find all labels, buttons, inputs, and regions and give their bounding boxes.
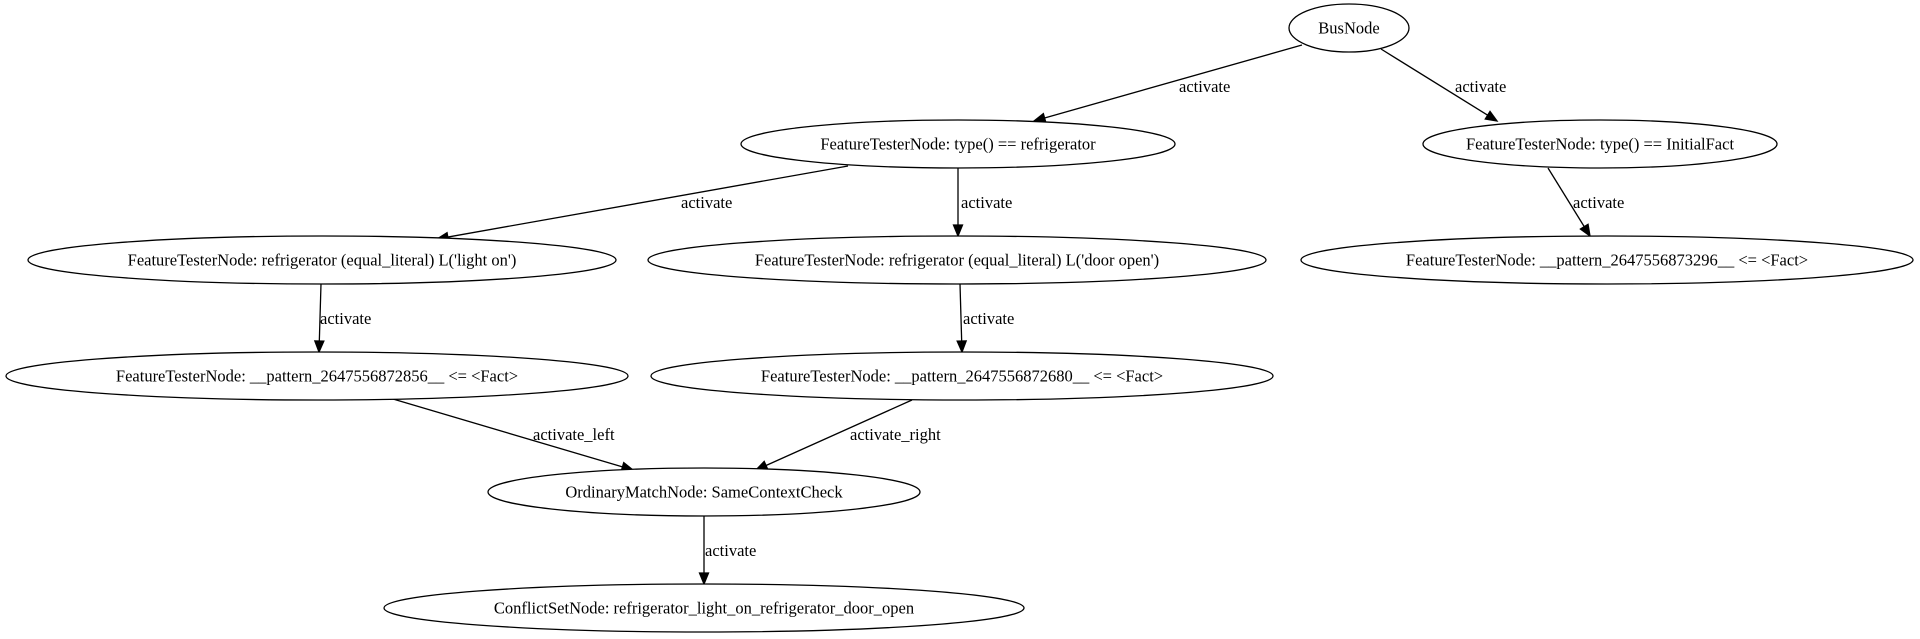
node-ellipse: [647, 235, 1267, 285]
node-ellipse: [740, 119, 1176, 169]
arrowhead-icon: [1579, 223, 1591, 238]
edge-e_light_2856: activate: [313, 283, 371, 354]
arrowhead-icon: [956, 340, 968, 354]
node-ellipse: [1422, 119, 1778, 169]
edge-line: [1547, 167, 1585, 227]
node-match-same-context: OrdinaryMatchNode: SameContextCheck: [487, 467, 921, 517]
edge-label: activate: [961, 193, 1012, 212]
arrowhead-icon: [698, 572, 710, 586]
edge-e_2856_match: activate_left: [392, 398, 635, 472]
edge-line: [765, 399, 913, 467]
node-label: FeatureTesterNode: __pattern_26475568732…: [1406, 251, 1808, 270]
edge-e_match_conflict: activate: [698, 516, 756, 586]
node-ft-type-initial: FeatureTesterNode: type() == InitialFact: [1422, 119, 1778, 169]
node-ellipse: [1288, 3, 1410, 53]
node-label: FeatureTesterNode: type() == InitialFact: [1466, 135, 1734, 154]
node-ft-light-on: FeatureTesterNode: refrigerator (equal_l…: [27, 235, 617, 285]
edge-label: activate: [1179, 77, 1230, 96]
edge-label: activate: [705, 541, 756, 560]
edge-line: [1380, 48, 1488, 116]
node-ft-type-fridge: FeatureTesterNode: type() == refrigerato…: [740, 119, 1176, 169]
node-ft-pattern-3296: FeatureTesterNode: __pattern_26475568732…: [1300, 235, 1914, 285]
node-label: OrdinaryMatchNode: SameContextCheck: [565, 483, 843, 502]
edge-label: activate: [681, 193, 732, 212]
edge-e_fridge_door: activate: [952, 168, 1012, 238]
edge-e_2680_match: activate_right: [754, 399, 941, 471]
edge-e_bus_fridge: activate: [1032, 44, 1303, 124]
edge-line: [392, 398, 623, 468]
node-ellipse: [383, 583, 1025, 633]
edge-label: activate: [1455, 77, 1506, 96]
edge-label: activate_left: [533, 425, 615, 444]
node-ft-pattern-2856: FeatureTesterNode: __pattern_26475568728…: [5, 351, 629, 401]
node-label: FeatureTesterNode: refrigerator (equal_l…: [128, 251, 517, 270]
node-ellipse: [27, 235, 617, 285]
edge-label: activate: [963, 309, 1014, 328]
arrowhead-icon: [1484, 110, 1499, 122]
arrowhead-icon: [313, 340, 325, 354]
node-label: BusNode: [1318, 19, 1379, 38]
edge-line: [318, 283, 322, 342]
node-ellipse: [1300, 235, 1914, 285]
node-label: ConflictSetNode: refrigerator_light_on_r…: [494, 599, 914, 618]
node-label: FeatureTesterNode: type() == refrigerato…: [820, 135, 1096, 154]
node-label: FeatureTesterNode: __pattern_26475568728…: [116, 367, 518, 386]
node-ellipse: [650, 351, 1274, 401]
node-ellipse: [487, 467, 921, 517]
node-label: FeatureTesterNode: refrigerator (equal_l…: [755, 251, 1159, 270]
node-conflict-set: ConflictSetNode: refrigerator_light_on_r…: [383, 583, 1025, 633]
node-ellipse: [5, 351, 629, 401]
edge-label: activate_right: [850, 425, 941, 444]
node-label: FeatureTesterNode: __pattern_26475568726…: [761, 367, 1163, 386]
edge-e_initial_3296: activate: [1547, 167, 1624, 238]
edge-line: [959, 283, 963, 342]
edge-e_door_2680: activate: [956, 283, 1014, 354]
node-ft-door-open: FeatureTesterNode: refrigerator (equal_l…: [647, 235, 1267, 285]
edge-label: activate: [1573, 193, 1624, 212]
edge-e_fridge_light: activate: [435, 165, 849, 243]
edge-e_bus_initial: activate: [1380, 48, 1506, 122]
node-ft-pattern-2680: FeatureTesterNode: __pattern_26475568726…: [650, 351, 1274, 401]
edge-label: activate: [320, 309, 371, 328]
edge-line: [447, 165, 849, 238]
arrowhead-icon: [952, 224, 964, 238]
edge-line: [1044, 44, 1303, 119]
node-bus: BusNode: [1288, 3, 1410, 53]
